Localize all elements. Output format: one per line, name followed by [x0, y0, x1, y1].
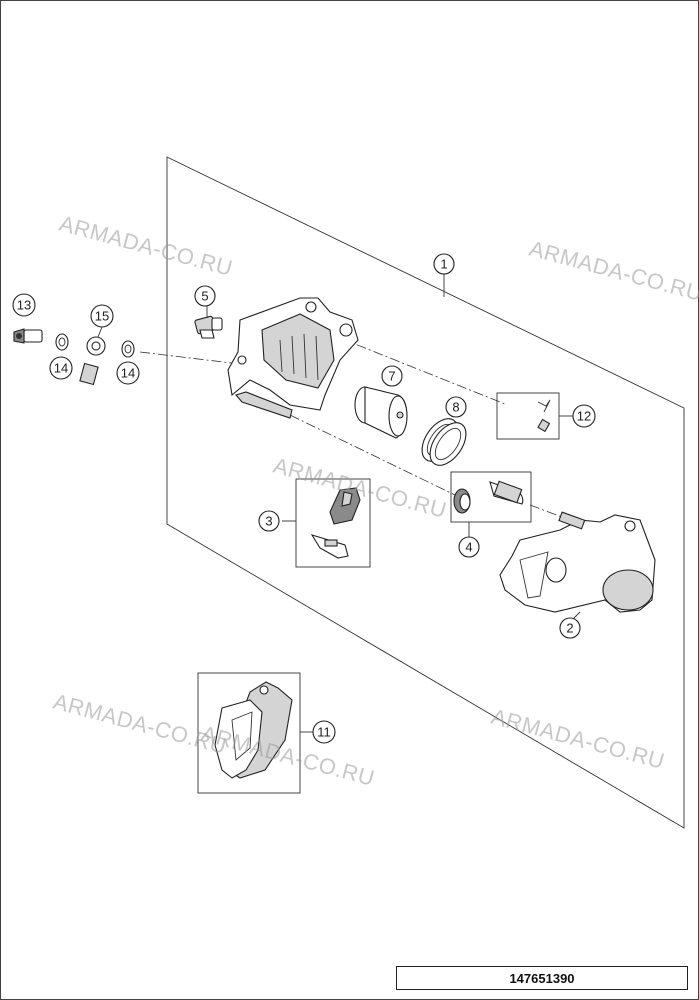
callout-1: 1	[433, 253, 455, 275]
callout-14-right: 14	[116, 361, 140, 385]
assembly-frame	[166, 156, 685, 829]
centerline-pin	[339, 337, 506, 405]
svg-text:12: 12	[577, 409, 591, 424]
bushing-parts	[453, 480, 524, 514]
leader-15	[97, 326, 103, 338]
centerline-hose	[139, 351, 241, 365]
svg-text:14: 14	[121, 366, 135, 381]
watermark-2: ARMADA-CO.RU	[527, 236, 699, 306]
callout-4: 4	[458, 536, 480, 558]
callout-7: 7	[381, 365, 403, 387]
centerline-bolt	[289, 414, 456, 496]
svg-text:1: 1	[440, 257, 447, 272]
callout-11: 11	[312, 720, 336, 744]
svg-text:4: 4	[465, 540, 472, 555]
washer-left	[55, 333, 69, 351]
brake-pads	[214, 681, 293, 779]
svg-text:11: 11	[317, 725, 331, 740]
callout-3: 3	[258, 510, 280, 532]
svg-text:14: 14	[54, 361, 68, 376]
callout-13: 13	[12, 293, 36, 317]
brake-hose	[41, 336, 106, 441]
bleeder-valve	[194, 315, 223, 339]
svg-text:7: 7	[388, 369, 395, 384]
washer-right-inner	[124, 344, 132, 354]
svg-text:2: 2	[566, 621, 573, 636]
seal-rings	[421, 418, 467, 466]
watermark-3: ARMADA-CO.RU	[271, 453, 450, 523]
callout-14-left: 14	[49, 356, 73, 380]
brake-pad-box	[197, 672, 301, 794]
callout-15: 15	[90, 304, 114, 328]
washer-left-inner	[58, 337, 66, 347]
reference-number-box: 147651390	[396, 966, 688, 990]
svg-text:3: 3	[265, 514, 272, 529]
callout-12: 12	[572, 404, 596, 428]
slide-pin	[504, 399, 551, 433]
washer-right	[121, 340, 135, 358]
svg-text:5: 5	[201, 289, 208, 304]
caliper-housing	[227, 297, 359, 419]
svg-text:15: 15	[95, 309, 109, 324]
reference-number: 147651390	[509, 970, 575, 986]
svg-text:8: 8	[452, 400, 459, 415]
callout-8: 8	[445, 396, 467, 418]
callout-5: 5	[194, 285, 216, 307]
bushing-kit-box	[450, 471, 532, 523]
callout-2: 2	[559, 617, 581, 639]
watermark-4: ARMADA-CO.RU	[51, 689, 230, 759]
pad-retainer-box	[295, 478, 371, 568]
watermark-1: ARMADA-CO.RU	[57, 211, 236, 281]
watermark-5: ARMADA-CO.RU	[489, 704, 668, 774]
svg-text:13: 13	[17, 298, 31, 313]
pad-retainer-parts	[310, 487, 361, 559]
caliper-bracket	[499, 511, 656, 613]
banjo-bolt	[13, 328, 43, 344]
piston	[354, 386, 408, 439]
